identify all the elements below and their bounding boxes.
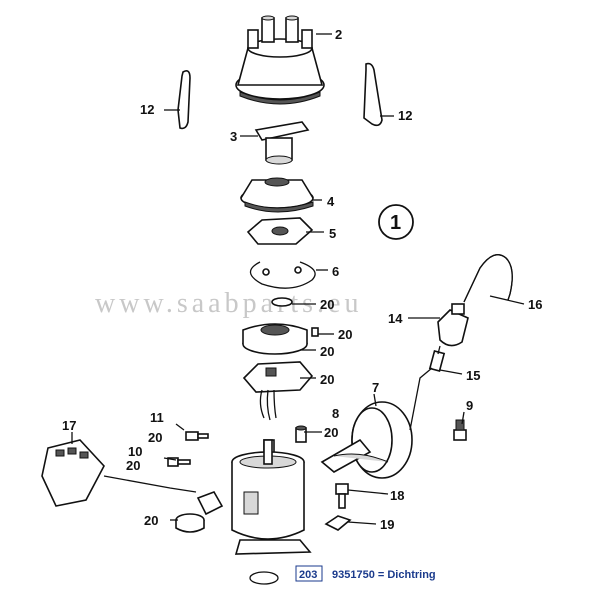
label-20-screw8: 20 — [324, 425, 338, 440]
part-trigger-plate — [246, 217, 314, 245]
part-clip-left — [177, 70, 191, 130]
label-9: 9 — [466, 398, 473, 413]
label-10: 10 — [128, 444, 142, 459]
part-vacuum-connector — [428, 345, 446, 372]
label-20-screw11: 20 — [148, 430, 162, 445]
label-7: 7 — [372, 380, 379, 395]
label-20-screw10: 20 — [126, 458, 140, 473]
label-20-bearing: 20 — [320, 344, 334, 359]
part-vacuum-hose — [463, 254, 513, 303]
label-17: 17 — [62, 418, 76, 433]
footnote-code: 203 — [299, 569, 317, 581]
label-12-right: 12 — [398, 108, 412, 123]
label-20-pin: 20 — [338, 327, 352, 342]
label-14: 14 — [388, 311, 403, 326]
assembly-number: 1 — [390, 212, 401, 234]
part-screw-8 — [295, 425, 307, 443]
part-distributor-cap — [235, 15, 325, 105]
part-distributor-housing — [196, 439, 312, 555]
label-6: 6 — [332, 264, 339, 279]
label-16: 16 — [528, 297, 542, 312]
part-pin — [311, 327, 319, 337]
label-12-left: 12 — [140, 102, 154, 117]
callout-labels: 2 12 12 3 4 5 6 20 20 20 20 14 16 15 7 8… — [62, 27, 542, 532]
footnote: 203 9351750 = Dichtring — [295, 565, 436, 582]
part-vacuum-unit — [320, 367, 433, 479]
part-screw-10 — [167, 457, 191, 467]
part-bushing — [175, 513, 205, 533]
label-8: 8 — [332, 406, 339, 421]
label-3: 3 — [230, 129, 237, 144]
label-4: 4 — [327, 194, 335, 209]
part-hall-sender — [242, 361, 314, 421]
label-19: 19 — [380, 517, 394, 532]
part-clip-right — [363, 62, 383, 127]
label-11: 11 — [150, 410, 164, 425]
part-screw-11 — [185, 431, 209, 441]
part-dust-shield — [240, 177, 314, 213]
part-washer-plate — [324, 515, 352, 531]
leader-lines — [71, 33, 525, 525]
part-circlip — [249, 261, 316, 289]
part-connector-plug — [41, 439, 197, 507]
part-bolt-18 — [335, 483, 349, 509]
label-15: 15 — [466, 368, 480, 383]
footnote-text: 9351750 = Dichtring — [332, 569, 436, 581]
part-screw-9 — [453, 419, 467, 441]
assembly-number-badge: 1 — [378, 204, 414, 240]
part-rotor — [254, 121, 310, 165]
label-5: 5 — [329, 226, 336, 241]
part-o-ring-dichtring — [249, 571, 279, 585]
part-vacuum-valve — [437, 303, 469, 347]
label-18: 18 — [390, 488, 404, 503]
label-20-o-ring: 20 — [320, 297, 334, 312]
part-bearing-ring — [242, 323, 308, 355]
label-2: 2 — [335, 27, 342, 42]
label-20-bushing: 20 — [144, 513, 158, 528]
part-o-ring-small — [271, 297, 293, 307]
label-20-sender: 20 — [320, 372, 334, 387]
